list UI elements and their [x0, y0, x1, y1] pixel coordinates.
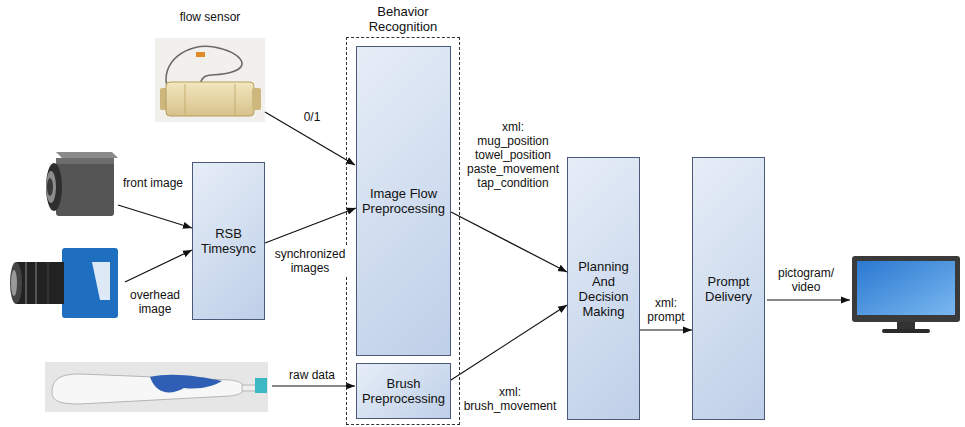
overhead-camera-picture: [10, 248, 118, 318]
signal-label: overhead image: [128, 288, 182, 316]
group-heading: Behavior Recognition: [369, 4, 438, 34]
group-box: Behavior RecognitionImage Flow Preproces…: [346, 37, 460, 425]
box-label: Planning And Decision Making: [578, 259, 629, 319]
process-box: RSB Timesync: [192, 162, 265, 320]
flow-sensor-picture: [155, 38, 265, 122]
signal-label: front image: [121, 176, 185, 190]
monitor-picture: [852, 256, 960, 333]
signal-label: flow sensor: [178, 10, 243, 24]
box-label: Prompt Delivery: [705, 274, 752, 304]
edge-label: xml: prompt: [645, 296, 686, 324]
signal-label: pictogram/ video: [776, 266, 836, 294]
edge-label: synchronized images: [273, 247, 348, 275]
signal-arrow: [272, 385, 355, 386]
signal-arrow: [125, 250, 192, 282]
connector-arrow: [451, 212, 567, 272]
edge-label: xml: brush_movement: [462, 385, 559, 413]
box-label: RSB Timesync: [201, 226, 256, 256]
box-label: Image Flow Preprocessing: [362, 186, 445, 216]
signal-label: 0/1: [302, 110, 323, 124]
box-label: Brush Preprocessing: [362, 376, 445, 406]
signal-label: raw data: [287, 368, 337, 382]
front-camera-picture: [46, 152, 118, 216]
signal-arrow: [118, 205, 192, 228]
connector-arrow: [265, 208, 356, 243]
process-box: Brush Preprocessing: [356, 363, 451, 419]
process-box: Prompt Delivery: [692, 157, 765, 420]
group-heading-holder: Behavior Recognition: [347, 4, 459, 34]
process-box: Planning And Decision Making: [567, 157, 640, 420]
signal-arrow: [767, 299, 850, 300]
edge-label: xml: mug_position towel_position paste_m…: [465, 120, 561, 190]
process-box: Image Flow Preprocessing: [356, 46, 451, 356]
toothbrush-picture: [45, 362, 268, 412]
connector-arrow: [640, 329, 692, 330]
connector-arrow: [451, 305, 567, 380]
